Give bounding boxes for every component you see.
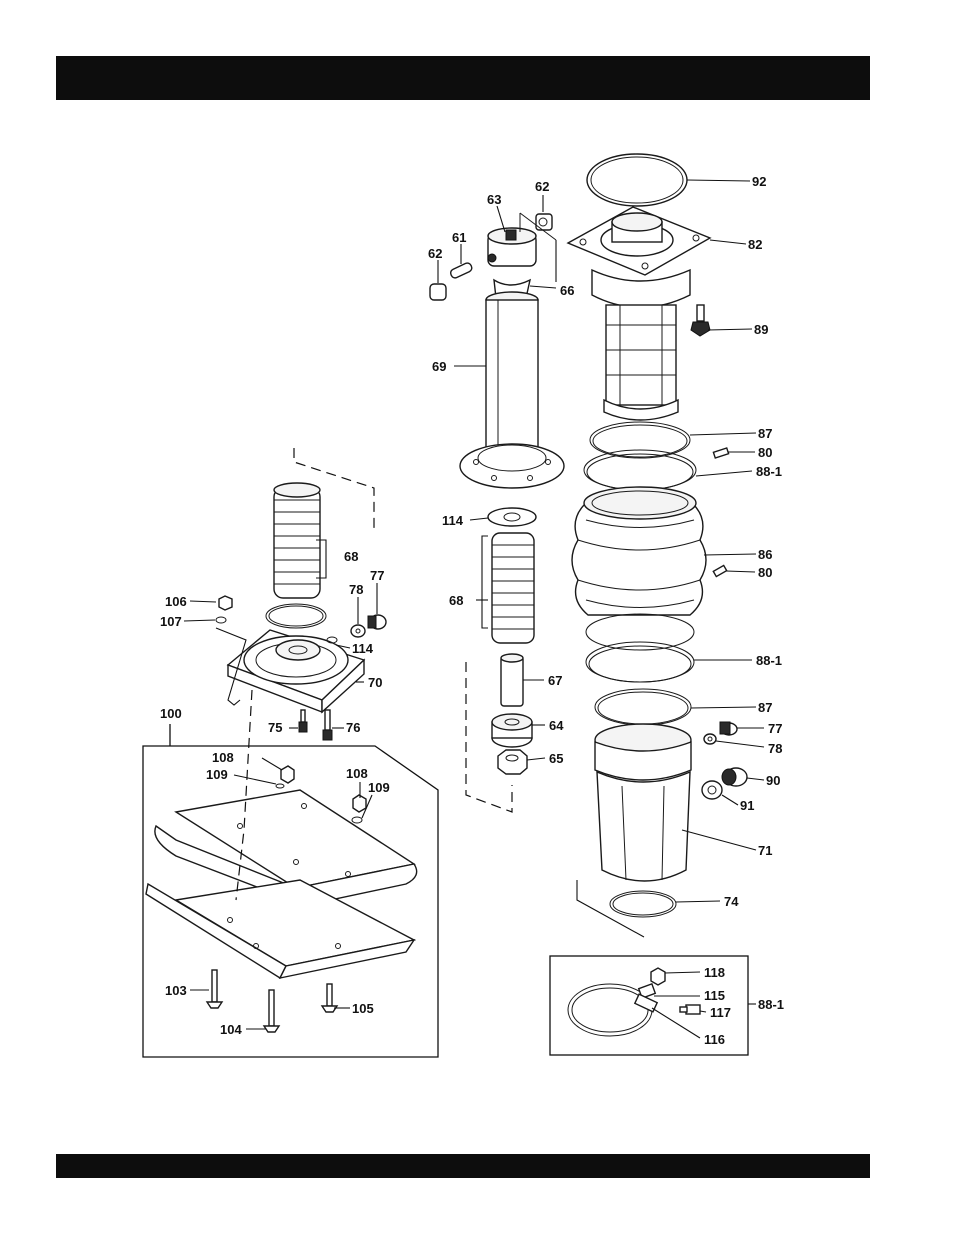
plug-90 <box>722 768 747 786</box>
label-114-b: 114 <box>352 641 374 656</box>
pin-80-upper <box>713 448 728 458</box>
flange-82 <box>568 207 710 275</box>
label-109-a: 109 <box>206 767 228 782</box>
label-71: 71 <box>758 843 772 858</box>
label-117: 117 <box>710 1005 731 1020</box>
label-65: 65 <box>549 751 563 766</box>
pin-61 <box>449 262 473 279</box>
label-70: 70 <box>368 675 382 690</box>
clamp-87-lower <box>595 689 691 725</box>
label-78-a: 78 <box>349 582 363 597</box>
label-87-b: 87 <box>758 700 772 715</box>
washer-114-center <box>488 508 536 526</box>
label-105: 105 <box>352 1001 374 1016</box>
band-88-1-upper <box>584 450 696 490</box>
bolt-75 <box>299 710 307 732</box>
washer-91 <box>702 781 722 799</box>
cap-62-lower <box>430 284 446 300</box>
spring-68-center <box>492 533 534 643</box>
bellows-86 <box>572 487 706 615</box>
label-90: 90 <box>766 773 780 788</box>
spacer-67 <box>501 654 523 706</box>
bolt-76 <box>323 710 332 740</box>
label-88-1-c: 88-1 <box>758 997 784 1012</box>
washer-78-right <box>704 734 716 744</box>
band-88-1-lower <box>586 614 694 682</box>
plug-77-right <box>720 722 737 735</box>
label-108-a: 108 <box>212 750 234 765</box>
label-88-1-a: 88-1 <box>756 464 782 479</box>
label-75: 75 <box>268 720 282 735</box>
label-115: 115 <box>704 988 725 1003</box>
guide-cylinder-69 <box>460 292 564 488</box>
base-plate-70 <box>228 630 364 712</box>
label-107: 107 <box>160 614 182 629</box>
label-100: 100 <box>160 706 182 721</box>
washer-107 <box>216 617 226 623</box>
label-82: 82 <box>748 237 762 252</box>
o-ring-92 <box>587 154 687 206</box>
bolt-89 <box>691 305 710 336</box>
pin-80-lower <box>713 565 726 576</box>
washer-109-a <box>276 784 284 788</box>
plug-77-left <box>368 615 386 629</box>
label-68-b: 68 <box>344 549 358 564</box>
label-66: 66 <box>560 283 574 298</box>
label-114-a: 114 <box>442 513 464 528</box>
label-62-b: 62 <box>428 246 442 261</box>
label-88-1-b: 88-1 <box>756 653 782 668</box>
label-80-b: 80 <box>758 565 772 580</box>
lower-plate <box>146 880 414 978</box>
label-76: 76 <box>346 720 360 735</box>
o-ring-74 <box>610 891 676 917</box>
label-87-a: 87 <box>758 426 772 441</box>
label-78-b: 78 <box>768 741 782 756</box>
washer-78-left <box>351 625 365 637</box>
nut-108-a <box>281 766 294 783</box>
label-77-b: 77 <box>768 721 782 736</box>
detail-leaders <box>652 972 756 1038</box>
label-63: 63 <box>487 192 501 207</box>
label-64: 64 <box>549 718 564 733</box>
label-103: 103 <box>165 983 187 998</box>
label-80-a: 80 <box>758 445 772 460</box>
cap-62-upper <box>536 214 552 230</box>
label-89: 89 <box>754 322 768 337</box>
label-61: 61 <box>452 230 466 245</box>
label-67: 67 <box>548 673 562 688</box>
label-62-a: 62 <box>535 179 549 194</box>
label-91: 91 <box>740 798 754 813</box>
clamp-87-upper <box>590 422 690 458</box>
label-106: 106 <box>165 594 187 609</box>
bushing-64 <box>492 714 532 747</box>
o-ring-left <box>266 604 326 628</box>
screw-117 <box>680 1005 700 1014</box>
label-77-a: 77 <box>370 568 384 583</box>
label-86: 86 <box>758 547 772 562</box>
label-68-a: 68 <box>449 593 463 608</box>
label-69: 69 <box>432 359 446 374</box>
nut-118 <box>651 968 665 985</box>
lower-housing-71 <box>595 724 691 881</box>
bolt-103 <box>207 970 222 1008</box>
label-109-b: 109 <box>368 780 390 795</box>
label-118: 118 <box>704 965 725 980</box>
washer-109-b <box>352 817 362 823</box>
nut-106 <box>219 596 232 610</box>
label-104: 104 <box>220 1022 242 1037</box>
label-116: 116 <box>704 1032 725 1047</box>
bolt-104 <box>264 990 279 1032</box>
label-108-b: 108 <box>346 766 368 781</box>
label-92: 92 <box>752 174 766 189</box>
label-74: 74 <box>724 894 739 909</box>
upper-housing <box>592 270 690 420</box>
nut-65 <box>498 750 527 774</box>
spring-68-left <box>274 483 320 598</box>
